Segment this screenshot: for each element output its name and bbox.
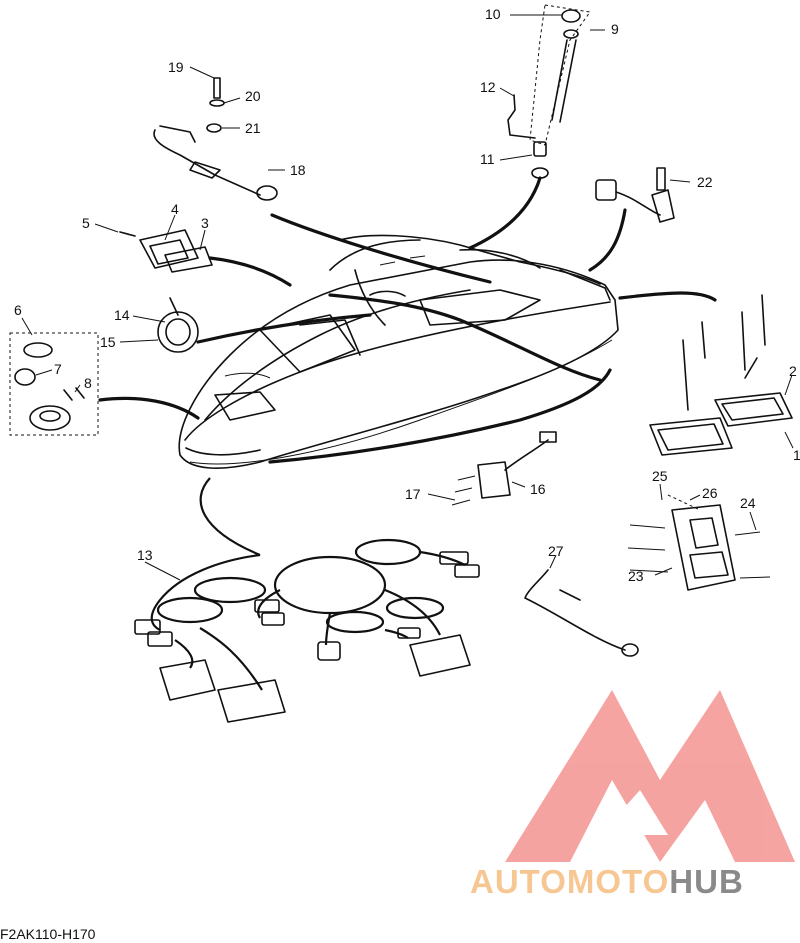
boat-hull bbox=[178, 234, 619, 469]
connector-f bbox=[147, 631, 173, 647]
callout-4: 4 bbox=[171, 201, 179, 217]
callout-22: 22 bbox=[697, 174, 713, 190]
connector-b bbox=[454, 564, 480, 578]
connector-d bbox=[261, 612, 285, 626]
callout-labels: 1 2 3 4 5 6 7 8 9 10 11 12 13 14 15 16 1… bbox=[14, 6, 800, 584]
connector-g bbox=[317, 641, 341, 661]
callout-14: 14 bbox=[114, 307, 130, 323]
callout-13: 13 bbox=[137, 547, 153, 563]
battery-box-assembly bbox=[649, 294, 793, 456]
callout-12: 12 bbox=[480, 79, 496, 95]
watermark-logo-shape bbox=[505, 690, 795, 862]
callout-17: 17 bbox=[405, 486, 421, 502]
callout-23: 23 bbox=[628, 568, 644, 584]
watermark-logo-cutout bbox=[600, 790, 668, 835]
callout-19: 19 bbox=[168, 59, 184, 75]
callout-25: 25 bbox=[652, 468, 668, 484]
callout-2: 2 bbox=[789, 363, 797, 379]
junction-box-assembly bbox=[451, 431, 557, 506]
connector-plug-large-1 bbox=[159, 659, 216, 701]
callout-24: 24 bbox=[740, 495, 756, 511]
connector-plug-large-2 bbox=[217, 679, 286, 723]
cable-bracket-assembly bbox=[153, 77, 278, 201]
callout-9: 9 bbox=[611, 21, 619, 37]
connector-plug-large-3 bbox=[409, 634, 471, 677]
watermark-text: AUTOMOTOHUB bbox=[470, 863, 744, 900]
callout-26: 26 bbox=[702, 485, 718, 501]
callout-8: 8 bbox=[84, 375, 92, 391]
callout-5: 5 bbox=[82, 215, 90, 231]
relay-block-assembly bbox=[627, 494, 771, 591]
callout-6: 6 bbox=[14, 302, 22, 318]
filler-assembly bbox=[507, 4, 591, 179]
speaker-assembly bbox=[157, 297, 199, 353]
watermark-logo bbox=[505, 690, 795, 862]
connector-c bbox=[254, 599, 280, 613]
harness-connectors bbox=[134, 551, 480, 723]
callout-27: 27 bbox=[548, 543, 564, 559]
callout-21: 21 bbox=[245, 120, 261, 136]
sensor-assembly bbox=[595, 167, 675, 223]
callout-15: 15 bbox=[100, 334, 116, 350]
callout-11: 11 bbox=[480, 151, 495, 167]
ground-cable bbox=[524, 569, 639, 657]
callout-1: 1 bbox=[793, 447, 800, 463]
meter-group bbox=[9, 332, 99, 436]
wire-harness bbox=[150, 477, 466, 691]
callout-16: 16 bbox=[530, 481, 546, 497]
callout-20: 20 bbox=[245, 88, 261, 104]
callout-10: 10 bbox=[485, 6, 501, 22]
connector-a bbox=[439, 551, 469, 565]
callout-3: 3 bbox=[201, 215, 209, 231]
leader-lines bbox=[21, 14, 794, 581]
connection-wires bbox=[98, 176, 717, 464]
connector-h bbox=[397, 627, 421, 639]
callout-18: 18 bbox=[290, 162, 306, 178]
callout-7: 7 bbox=[54, 361, 62, 377]
vent-assembly bbox=[119, 229, 213, 273]
diagram-code: F2AK110-H170 bbox=[0, 926, 96, 942]
